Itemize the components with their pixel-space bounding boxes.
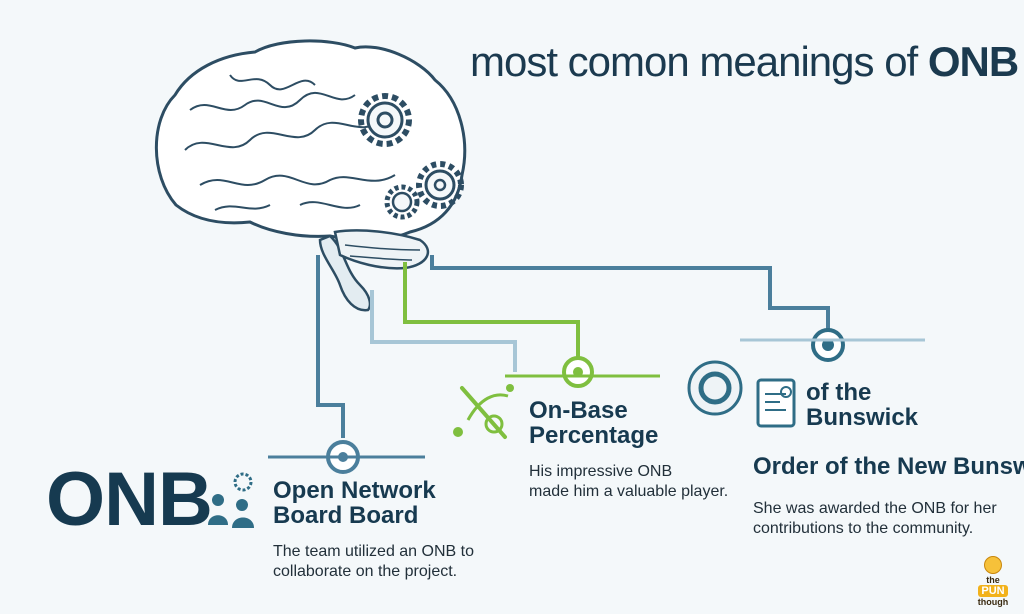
meaning-title-line: On-Base	[529, 397, 628, 424]
meaning-on-base: On-Base Percentage His impressive ONB ma…	[529, 398, 728, 502]
connector-line-order	[430, 255, 830, 330]
brand-logo: the PUN though	[968, 556, 1018, 608]
meaning-example-line: made him a valuable player.	[529, 483, 729, 500]
title-prefix: most comon meanings of	[470, 38, 918, 85]
meaning-title-line: Order of the New Bunswic	[753, 454, 1024, 480]
meaning-example-line: collaborate on the project.	[273, 563, 458, 580]
brain-icon	[154, 39, 467, 312]
logo-line: though	[977, 597, 1009, 607]
meaning-example-line: She was awarded the ONB for her	[753, 500, 997, 517]
page-title: most comon meanings of ONB	[470, 38, 1019, 98]
acronym-large: ONB	[46, 457, 213, 542]
network-people-icon	[208, 472, 254, 528]
certificate-icon	[756, 378, 796, 428]
medal-icon	[687, 360, 743, 416]
logo-line: PUN	[978, 585, 1008, 597]
meaning-title-line: Percentage	[529, 422, 659, 449]
meaning-example-line: His impressive ONB	[529, 463, 673, 480]
meaning-title-line: of the	[806, 379, 872, 406]
meaning-title-line: Board Board	[273, 502, 419, 529]
meaning-order-heading: of the Bunswick	[806, 380, 918, 430]
logo-line: the	[986, 575, 1000, 585]
meaning-order: Order of the New Bunswic She was awarded…	[753, 454, 1024, 539]
connector-line-on-base	[403, 262, 580, 358]
meaning-open-network: Open Network Board Board The team utiliz…	[273, 478, 474, 582]
baseball-bat-icon	[453, 384, 514, 439]
connector-line-open-network	[316, 255, 345, 438]
meaning-example-line: The team utilized an ONB to	[273, 543, 474, 560]
gear-icon	[358, 93, 412, 147]
gear-icon	[384, 184, 420, 220]
gear-icon	[416, 161, 464, 209]
node-marker	[562, 356, 594, 388]
node-marker	[811, 328, 845, 362]
meaning-example-line: contributions to the community.	[753, 520, 974, 537]
connector-line-light	[370, 290, 517, 372]
lightbulb-icon	[984, 556, 1002, 574]
meaning-title-line: Bunswick	[806, 404, 919, 431]
meaning-title-line: Open Network	[273, 477, 436, 504]
title-acronym: ONB	[927, 38, 1019, 85]
